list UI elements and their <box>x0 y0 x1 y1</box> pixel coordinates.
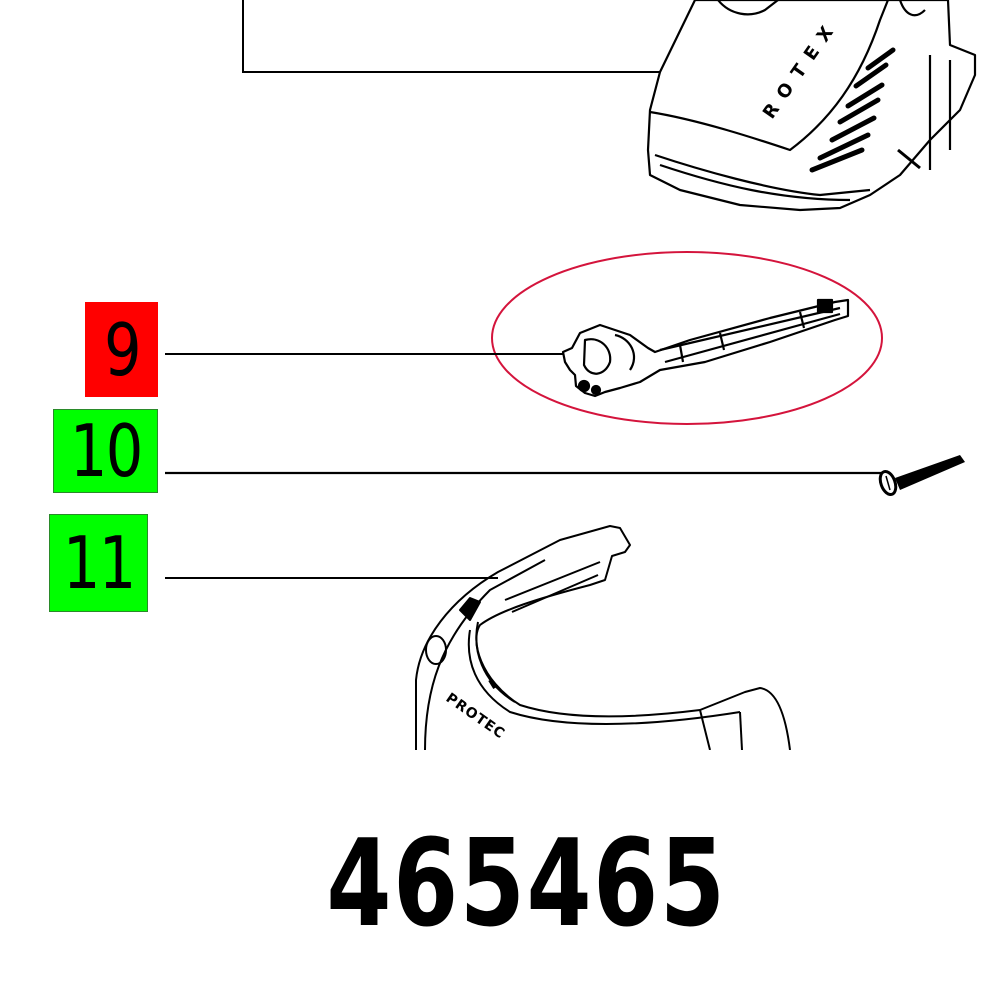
highlight-ellipse <box>491 251 883 425</box>
protector-part <box>415 525 791 751</box>
callout-number-10: 10 <box>69 409 143 493</box>
sander-housing-part <box>646 0 977 212</box>
callout-badge-10[interactable]: 10 <box>53 409 158 493</box>
part-number-label: 465465 <box>270 815 725 954</box>
housing-leader-line <box>242 0 662 73</box>
callout-number-11: 11 <box>62 521 136 605</box>
callout-badge-9[interactable]: 9 <box>85 302 158 397</box>
lever-part <box>561 298 850 398</box>
callout-number-9: 9 <box>103 307 142 392</box>
protector-brand-text: PROTEC <box>443 690 508 742</box>
part-number-text: 465465 <box>326 815 727 954</box>
screw-part <box>878 455 965 497</box>
callout-badge-11[interactable]: 11 <box>49 514 148 612</box>
